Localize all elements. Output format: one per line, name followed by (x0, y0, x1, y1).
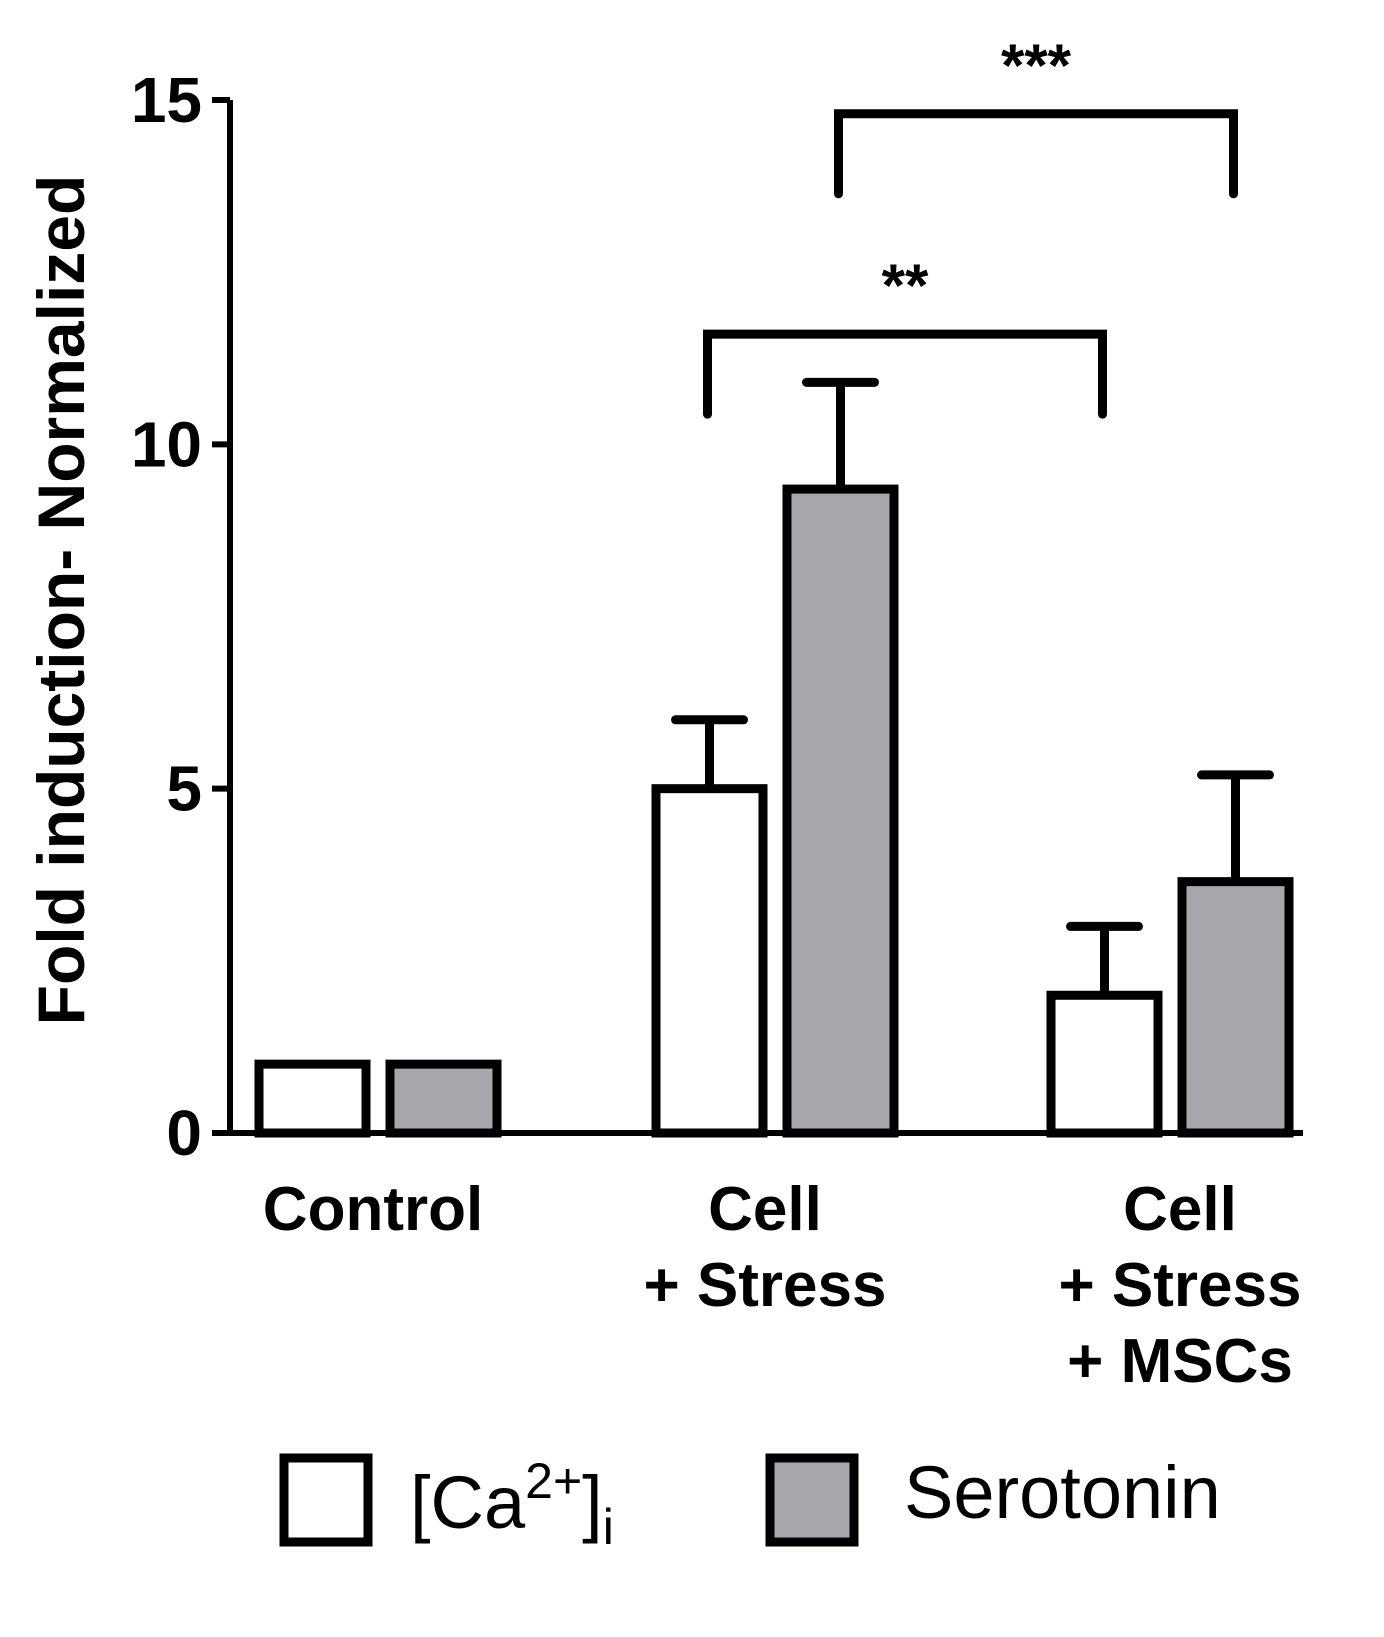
significance-label: ** (882, 252, 929, 319)
x-category-label: Cell (708, 1175, 822, 1244)
bar (782, 484, 899, 1138)
y-tick-label: 10 (131, 408, 202, 480)
y-tick-label: 5 (166, 753, 202, 825)
y-axis-label: Fold induction- Normalized (24, 175, 98, 1026)
bar (385, 1059, 502, 1138)
legend-swatch (765, 1453, 859, 1547)
x-category-label: + Stress (1058, 1251, 1301, 1320)
bar (1177, 877, 1294, 1138)
x-category-label: + Stress (643, 1251, 886, 1320)
error-bars (671, 377, 1274, 996)
labels: Control Cell + Stress Cell + Stress + MSCs (263, 1175, 1302, 1396)
significance-bracket (703, 329, 1107, 419)
y-tick-label: 15 (131, 64, 202, 136)
x-category-label: + MSCs (1067, 1327, 1293, 1396)
bar (651, 784, 768, 1138)
x-category-label: Control (263, 1175, 483, 1244)
y-tick-label: 0 (166, 1097, 202, 1169)
significance-label: *** (1001, 32, 1072, 99)
significance-brackets: ***** (703, 32, 1238, 419)
legend: [Ca2+]i Serotonin (279, 1451, 1221, 1555)
x-category-label: Cell (1123, 1175, 1237, 1244)
bars (254, 484, 1294, 1138)
legend-label-serotonin: Serotonin (904, 1451, 1221, 1534)
legend-swatch (279, 1453, 373, 1547)
legend-label-calcium: [Ca2+]i (410, 1453, 614, 1555)
bar (254, 1059, 371, 1138)
bar (1046, 990, 1163, 1138)
significance-bracket (834, 109, 1238, 199)
